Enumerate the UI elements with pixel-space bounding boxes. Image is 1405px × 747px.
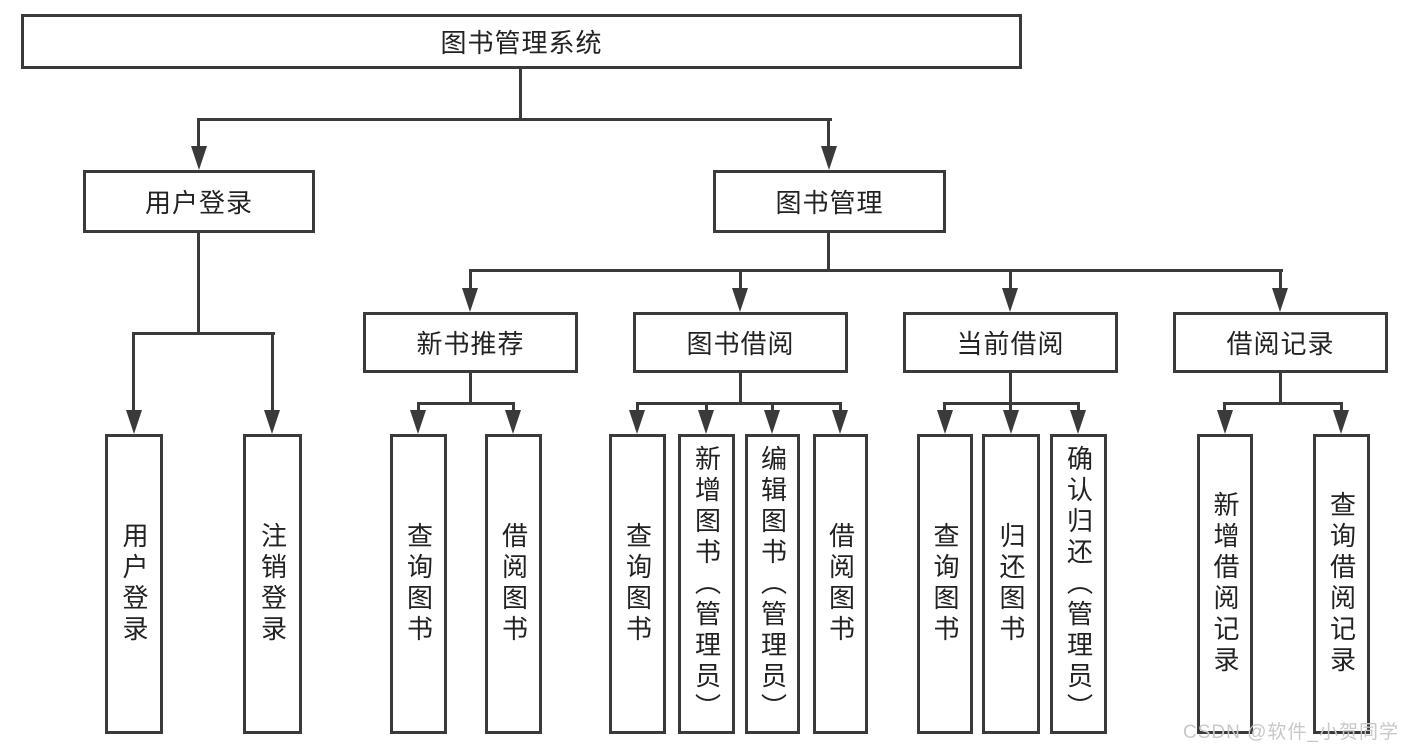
arrow-down-icon	[698, 410, 714, 434]
leaf-query-books-current: 查询图书	[917, 434, 973, 734]
arrow-down-icon	[462, 288, 478, 312]
connector-segment	[417, 402, 515, 405]
connector-segment	[1009, 269, 1012, 290]
node-label: 图书管理	[775, 188, 884, 218]
leaf-confirm-return-admin: 确认归还（管理员）	[1050, 434, 1107, 734]
leaf-user-login: 用户登录	[105, 434, 163, 734]
leaf-label: 借阅图书	[825, 522, 856, 646]
connector-segment	[1340, 402, 1343, 412]
connector-segment	[839, 402, 842, 412]
connector-segment	[1223, 402, 1226, 412]
leaf-query-borrow-record: 查询借阅记录	[1313, 434, 1370, 734]
csdn-watermark: CSDN @软件_小贺同学	[1183, 722, 1399, 743]
node-library-management-system: 图书管理系统	[21, 14, 1022, 69]
leaf-borrow-books-recommend: 借阅图书	[485, 434, 542, 734]
node-book-management: 图书管理	[713, 170, 946, 233]
connector-segment	[271, 332, 274, 412]
leaf-query-books-recommend: 查询图书	[390, 434, 447, 734]
connector-segment	[1077, 402, 1080, 412]
leaf-query-books-borrowing: 查询图书	[609, 434, 666, 734]
leaf-label: 确认归还（管理员）	[1063, 444, 1094, 724]
leaf-label: 编辑图书（管理员）	[757, 444, 788, 724]
arrow-down-icon	[1272, 288, 1288, 312]
connector-segment	[512, 402, 515, 412]
connector-segment	[771, 402, 774, 412]
leaf-add-borrow-record: 新增借阅记录	[1197, 434, 1253, 734]
arrow-down-icon	[1070, 410, 1086, 434]
connector-segment	[197, 118, 832, 121]
arrow-down-icon	[732, 288, 748, 312]
arrow-down-icon	[191, 146, 207, 170]
connector-segment	[197, 118, 200, 150]
leaf-borrow-books-borrowing: 借阅图书	[813, 434, 868, 734]
node-label: 新书推荐	[416, 329, 525, 359]
arrow-down-icon	[629, 410, 645, 434]
leaf-label: 查询图书	[930, 522, 960, 646]
connector-segment	[739, 373, 742, 404]
connector-segment	[469, 269, 472, 290]
leaf-add-books-admin: 新增图书（管理员）	[678, 434, 735, 734]
connector-segment	[943, 402, 946, 412]
arrow-down-icon	[505, 410, 521, 434]
connector-segment	[469, 373, 472, 404]
connector-segment	[1009, 402, 1012, 412]
arrow-down-icon	[1002, 288, 1018, 312]
connector-segment	[1279, 269, 1282, 290]
leaf-return-books: 归还图书	[982, 434, 1040, 734]
arrow-down-icon	[1333, 410, 1349, 434]
arrow-down-icon	[1003, 410, 1019, 434]
leaf-logout: 注销登录	[243, 434, 302, 734]
leaf-label: 借阅图书	[498, 522, 529, 646]
arrow-down-icon	[1217, 410, 1233, 434]
leaf-label: 用户登录	[119, 522, 149, 646]
arrow-down-icon	[410, 410, 426, 434]
node-label: 图书管理系统	[440, 28, 603, 58]
connector-segment	[739, 269, 742, 290]
arrow-down-icon	[937, 410, 953, 434]
connector-segment	[1009, 373, 1012, 404]
node-label: 用户登录	[144, 188, 253, 218]
node-book-borrowing: 图书借阅	[633, 312, 848, 373]
connector-segment	[636, 402, 639, 412]
node-label: 图书借阅	[686, 329, 795, 359]
connector-segment	[827, 233, 830, 272]
leaf-label: 新增借阅记录	[1210, 491, 1240, 677]
connector-segment	[469, 269, 1283, 272]
node-new-book-recommendation: 新书推荐	[363, 312, 578, 373]
leaf-label: 新增图书（管理员）	[691, 444, 722, 724]
arrow-down-icon	[832, 410, 848, 434]
connector-segment	[1279, 373, 1282, 404]
arrow-down-icon	[264, 410, 280, 434]
connector-segment	[417, 402, 420, 412]
node-user-login: 用户登录	[83, 170, 315, 233]
connector-segment	[197, 233, 200, 334]
arrow-down-icon	[764, 410, 780, 434]
leaf-label: 查询借阅记录	[1326, 491, 1357, 677]
leaf-label: 查询图书	[403, 522, 434, 646]
connector-segment	[636, 402, 842, 405]
arrow-down-icon	[126, 410, 142, 434]
node-label: 借阅记录	[1226, 329, 1335, 359]
connector-segment	[519, 69, 522, 120]
node-label: 当前借阅	[956, 329, 1065, 359]
node-current-borrowing: 当前借阅	[903, 312, 1118, 373]
connector-segment	[1223, 402, 1343, 405]
connector-segment	[705, 402, 708, 412]
node-borrowing-records: 借阅记录	[1173, 312, 1388, 373]
leaf-edit-books-admin: 编辑图书（管理员）	[745, 434, 800, 734]
leaf-label: 归还图书	[996, 522, 1026, 646]
connector-segment	[827, 118, 830, 150]
arrow-down-icon	[821, 146, 837, 170]
connector-segment	[132, 332, 135, 412]
connector-segment	[132, 332, 275, 335]
leaf-label: 注销登录	[257, 522, 288, 646]
leaf-label: 查询图书	[622, 522, 653, 646]
